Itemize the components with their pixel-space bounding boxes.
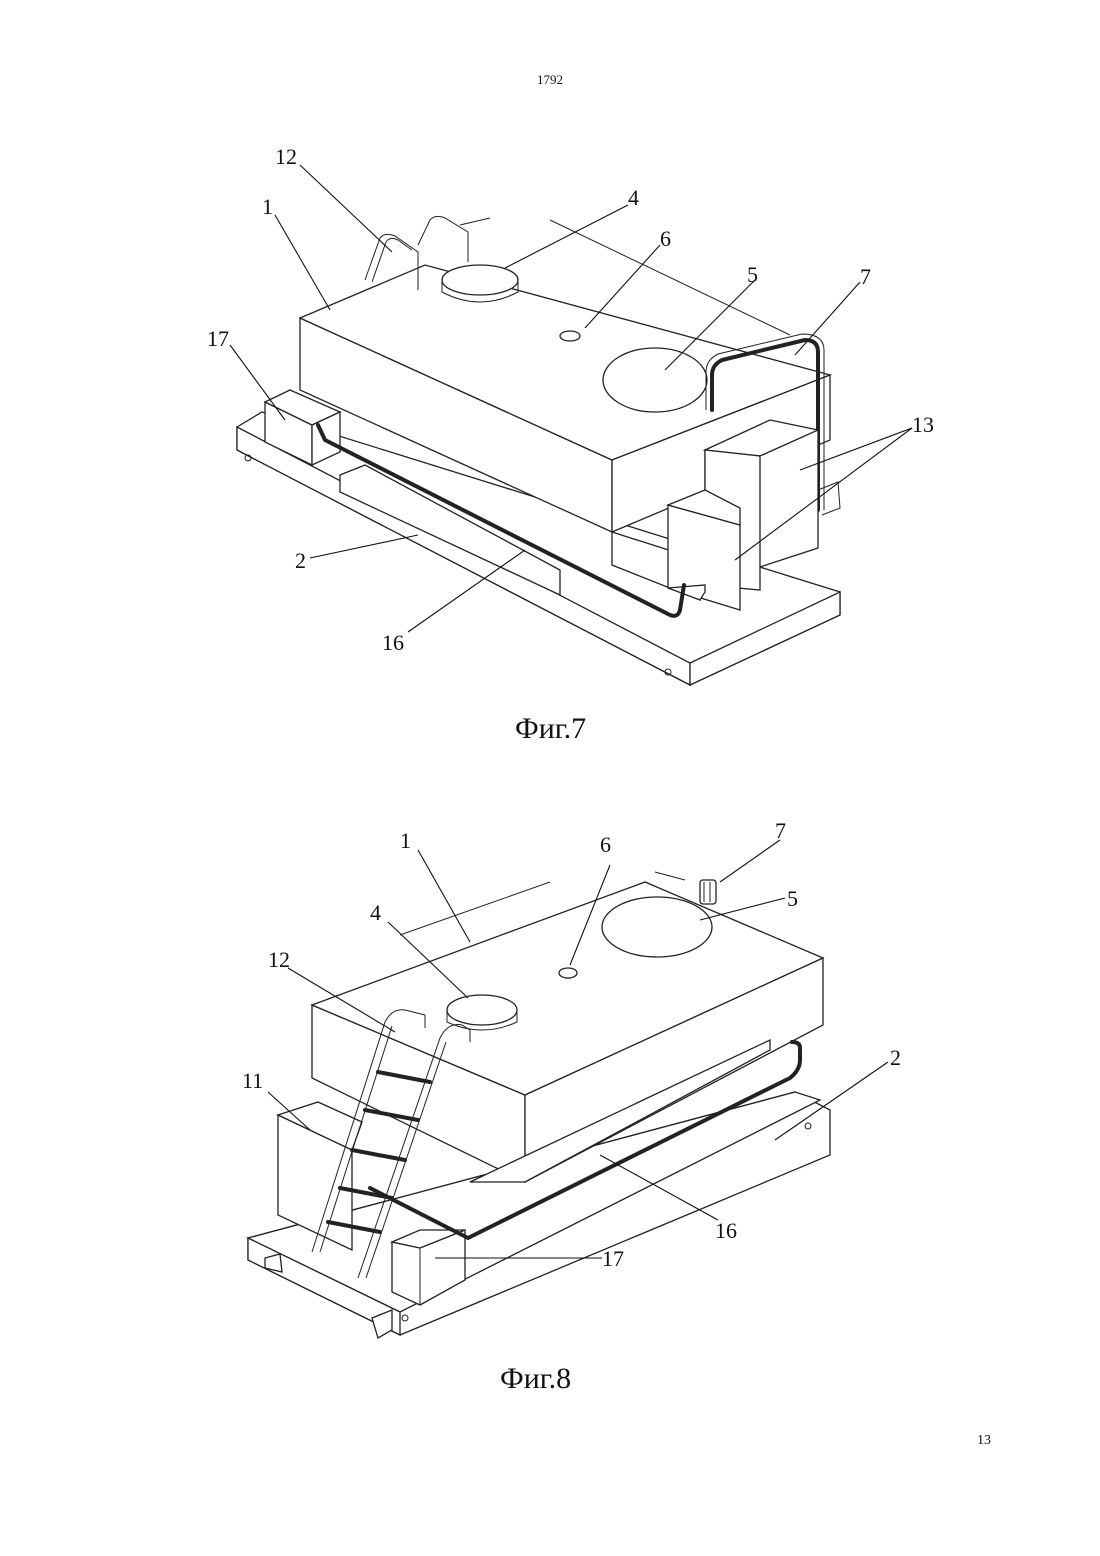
port-6 — [560, 331, 580, 341]
label-17: 17 — [207, 326, 229, 351]
label-16: 16 — [715, 1218, 737, 1243]
figure-7-drawing: 12 1 4 6 5 7 17 13 2 16 Фиг.7 — [0, 140, 1100, 760]
label-7: 7 — [775, 818, 786, 843]
label-2: 2 — [890, 1045, 901, 1070]
hatch-5 — [602, 897, 712, 957]
caption-fig8: Фиг.8 — [500, 1362, 571, 1395]
label-5: 5 — [747, 262, 758, 287]
label-4: 4 — [628, 185, 639, 210]
label-1: 1 — [262, 194, 273, 219]
hatch-5 — [603, 348, 707, 412]
label-13: 13 — [912, 412, 934, 437]
figure-8-drawing: 1 6 7 5 4 12 11 2 16 17 Фиг.8 — [0, 810, 1100, 1420]
page-number: 13 — [977, 1433, 991, 1449]
label-5: 5 — [787, 886, 798, 911]
label-11: 11 — [242, 1068, 263, 1093]
label-7: 7 — [860, 264, 871, 289]
label-6: 6 — [660, 226, 671, 251]
caption-fig7: Фиг.7 — [515, 712, 586, 745]
label-4: 4 — [370, 900, 381, 925]
label-16: 16 — [382, 630, 404, 655]
label-2: 2 — [295, 548, 306, 573]
port-6 — [559, 968, 577, 978]
document-number: 1792 — [0, 72, 1100, 88]
label-6: 6 — [600, 832, 611, 857]
label-17: 17 — [602, 1246, 624, 1271]
label-12: 12 — [275, 144, 297, 169]
label-1: 1 — [400, 828, 411, 853]
pipe-7 — [700, 880, 716, 904]
label-12: 12 — [268, 947, 290, 972]
box-13-lower — [668, 490, 740, 610]
